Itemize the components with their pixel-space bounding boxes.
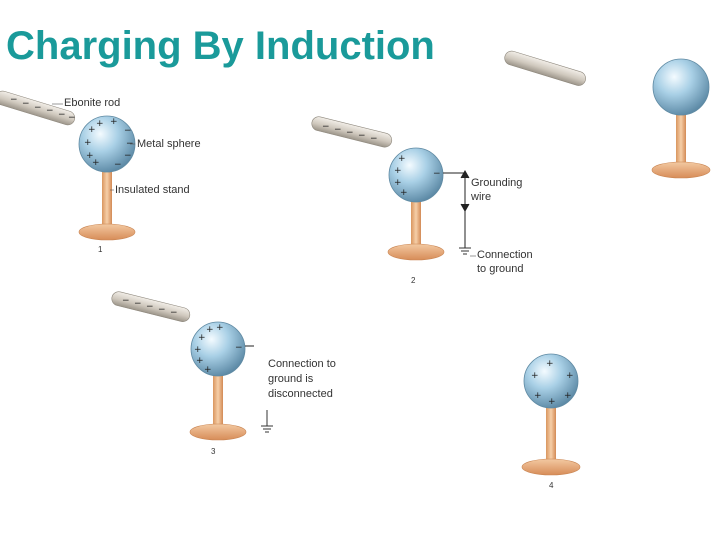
svg-text:+: + — [531, 371, 539, 381]
insulated-stand-label: Insulated stand — [115, 184, 190, 196]
stand — [521, 405, 581, 476]
ebonite-rod-label: Ebonite rod — [64, 97, 121, 109]
grounding-wire — [443, 169, 470, 248]
svg-text:+: + — [566, 371, 574, 381]
svg-text:−: − — [334, 125, 342, 135]
svg-text:−: − — [170, 308, 178, 318]
svg-text:−: − — [235, 343, 243, 353]
svg-text:+: + — [394, 178, 402, 188]
step-number-2: 2 — [411, 276, 416, 285]
svg-text:+: + — [564, 391, 572, 401]
svg-text:+: + — [84, 138, 92, 148]
svg-text:+: + — [534, 391, 542, 401]
metal-sphere — [652, 58, 710, 116]
stand — [78, 170, 136, 241]
svg-text:−: − — [10, 95, 18, 105]
setup-neutral — [504, 50, 711, 179]
svg-text:−: − — [433, 169, 441, 179]
step-number-1: 1 — [98, 245, 103, 254]
svg-text:+: + — [92, 158, 100, 168]
slide-title: Charging By Induction — [6, 24, 435, 68]
grounding-wire-label: Grounding wire — [471, 177, 523, 203]
svg-text:−: − — [22, 99, 30, 109]
svg-text:−: − — [134, 299, 142, 309]
svg-text:+: + — [206, 325, 214, 335]
stand — [651, 112, 711, 179]
charge-signs: +++ +++ −−− − — [84, 117, 134, 170]
setup-step-4: + + + + + + — [521, 353, 581, 476]
svg-text:+: + — [96, 119, 104, 129]
svg-text:−: − — [124, 151, 132, 161]
svg-text:−: − — [122, 296, 130, 306]
svg-text:−: − — [346, 128, 354, 138]
setup-step-2: −−− −− +++ +− — [311, 116, 476, 261]
stand — [387, 198, 445, 261]
stand — [189, 375, 247, 441]
ground-icon — [261, 410, 273, 433]
svg-text:+: + — [546, 359, 554, 369]
charge-signs: +++ +++ − — [194, 323, 243, 375]
connection-to-ground-label: Connection to ground — [477, 249, 533, 275]
ground-icon — [459, 247, 471, 255]
svg-text:−: − — [124, 126, 132, 136]
svg-text:+: + — [204, 365, 212, 375]
svg-text:−: − — [114, 160, 122, 170]
svg-text:−: − — [46, 106, 54, 116]
svg-text:−: − — [146, 302, 154, 312]
charge-signs: +++ +− — [394, 154, 441, 198]
svg-text:+: + — [86, 151, 94, 161]
ground-disconnected-label: Connection to ground is disconnected — [268, 358, 336, 400]
svg-text:+: + — [394, 166, 402, 176]
svg-text:+: + — [400, 188, 408, 198]
setup-step-3: −−− −− +++ +++ − — [111, 291, 273, 441]
metal-sphere-label: Metal sphere — [137, 138, 201, 150]
svg-text:−: − — [370, 134, 378, 144]
ebonite-rod — [504, 50, 586, 86]
step-number-4: 4 — [549, 481, 554, 490]
svg-text:+: + — [398, 154, 406, 164]
ebonite-rod: −−− −− — [311, 116, 393, 148]
step-number-3: 3 — [211, 447, 216, 456]
svg-text:+: + — [194, 345, 202, 355]
setup-step-1: −−− −−− +++ +++ −−− − — [0, 90, 136, 241]
svg-text:+: + — [196, 356, 204, 366]
ebonite-rod: −−− −− — [111, 291, 191, 322]
svg-text:+: + — [88, 125, 96, 135]
metal-sphere — [190, 321, 246, 377]
svg-text:+: + — [216, 323, 224, 333]
ebonite-rod: −−− −−− — [0, 90, 76, 126]
svg-text:−: − — [358, 131, 366, 141]
svg-text:−: − — [58, 110, 66, 120]
svg-text:−: − — [34, 103, 42, 113]
charge-signs: + + + + + + — [531, 359, 574, 407]
svg-text:+: + — [548, 397, 556, 407]
svg-text:−: − — [322, 122, 330, 132]
svg-text:−: − — [68, 113, 76, 123]
svg-text:−: − — [158, 305, 166, 315]
svg-text:−: − — [126, 139, 134, 149]
svg-text:+: + — [110, 117, 118, 127]
metal-sphere — [523, 353, 579, 409]
svg-text:+: + — [198, 333, 206, 343]
metal-sphere — [388, 147, 444, 203]
